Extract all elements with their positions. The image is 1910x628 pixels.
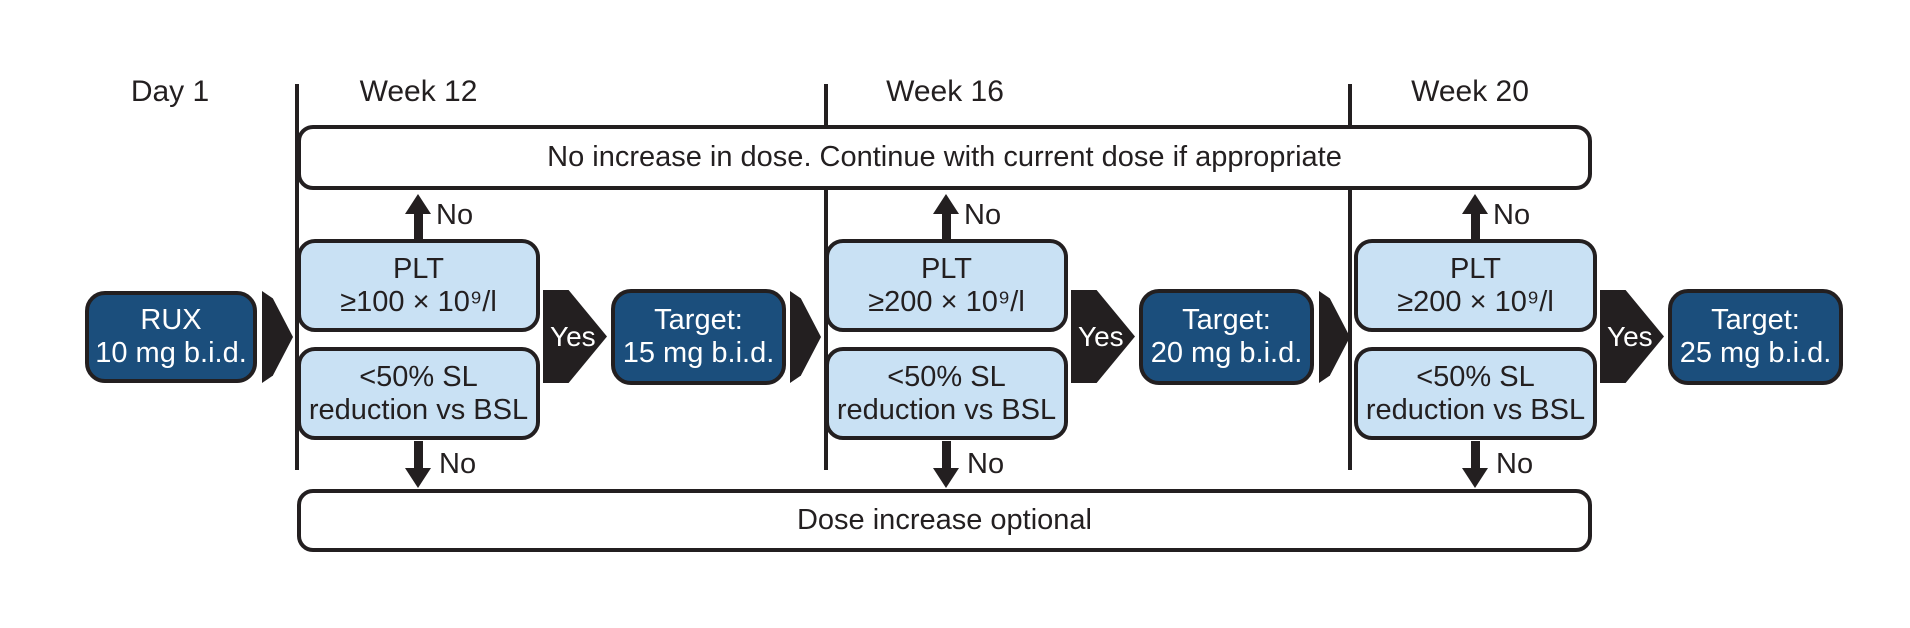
no-down-arrow-icon: [405, 441, 431, 488]
flow-arrow-icon: [1319, 291, 1350, 383]
yes-arrow: Yes: [1600, 290, 1664, 383]
sl-line2: reduction vs BSL: [1365, 393, 1586, 426]
plt-line1: PLT: [392, 252, 445, 285]
rux-start-box: RUX 10 mg b.i.d.: [85, 291, 257, 383]
sl-reduction-criterion-box: <50% SL reduction vs BSL: [1354, 347, 1597, 440]
target-dose-box: Target: 25 mg b.i.d.: [1668, 289, 1843, 385]
sl-line1: <50% SL: [887, 360, 1006, 393]
sl-line2: reduction vs BSL: [836, 393, 1057, 426]
no-down-arrow-icon: [933, 441, 959, 488]
no-label-up: No: [964, 199, 1002, 231]
yes-label: Yes: [550, 320, 596, 352]
sl-line2: reduction vs BSL: [308, 393, 529, 426]
stage-week-12: No PLT ≥100 × 10⁹/l <50% SL reduction vs…: [262, 0, 792, 628]
sl-reduction-criterion-box: <50% SL reduction vs BSL: [825, 347, 1068, 440]
sl-reduction-criterion-box: <50% SL reduction vs BSL: [297, 347, 540, 440]
flow-arrow-icon: [262, 291, 293, 383]
target-line1: Target:: [654, 304, 743, 336]
no-up-arrow-icon: [405, 194, 431, 240]
timeline-label-day-1: Day 1: [130, 75, 210, 108]
flow-arrow-icon: [790, 291, 821, 383]
timeline-label-week-12: Week 12: [359, 75, 478, 108]
target-dose-box: Target: 20 mg b.i.d.: [1139, 289, 1314, 385]
rux-start-line2: 10 mg b.i.d.: [95, 337, 247, 369]
yes-arrow: Yes: [1071, 290, 1135, 383]
no-down-arrow-icon: [1462, 441, 1488, 488]
plt-criterion-box: PLT ≥100 × 10⁹/l: [297, 239, 540, 332]
plt-criterion-box: PLT ≥200 × 10⁹/l: [1354, 239, 1597, 332]
sl-line1: <50% SL: [1416, 360, 1535, 393]
no-label-down: No: [439, 448, 477, 480]
target-line2: 20 mg b.i.d.: [1150, 337, 1303, 369]
yes-arrow: Yes: [543, 290, 607, 383]
dose-increase-optional-banner: Dose increase optional: [297, 489, 1592, 552]
stage-week-20: No PLT ≥200 × 10⁹/l <50% SL reduction vs…: [1319, 0, 1849, 628]
timeline-label-week-20: Week 20: [1411, 75, 1529, 108]
stage-week-16: No PLT ≥200 × 10⁹/l <50% SL reduction vs…: [790, 0, 1320, 628]
target-line2: 15 mg b.i.d.: [622, 337, 775, 369]
no-label-down: No: [1496, 448, 1534, 480]
sl-line1: <50% SL: [359, 360, 478, 393]
plt-line1: PLT: [1449, 252, 1502, 285]
yes-label: Yes: [1078, 320, 1124, 352]
target-dose-box: Target: 15 mg b.i.d.: [611, 289, 786, 385]
no-label-up: No: [1493, 199, 1531, 231]
target-line2: 25 mg b.i.d.: [1679, 337, 1832, 369]
no-increase-banner: No increase in dose. Continue with curre…: [297, 125, 1592, 190]
no-label-up: No: [436, 199, 474, 231]
no-up-arrow-icon: [933, 194, 959, 240]
no-up-arrow-icon: [1462, 194, 1488, 240]
target-line1: Target:: [1182, 304, 1271, 336]
plt-criterion-box: PLT ≥200 × 10⁹/l: [825, 239, 1068, 332]
yes-label: Yes: [1607, 320, 1653, 352]
plt-line2: ≥200 × 10⁹/l: [1397, 285, 1554, 318]
rux-start-line1: RUX: [140, 304, 202, 336]
week-20-divider-line: [1348, 84, 1352, 470]
plt-line2: ≥200 × 10⁹/l: [868, 285, 1025, 318]
timeline-label-week-16: Week 16: [886, 75, 1004, 108]
plt-line1: PLT: [920, 252, 973, 285]
no-label-down: No: [967, 448, 1005, 480]
plt-line2: ≥100 × 10⁹/l: [340, 285, 497, 318]
target-line1: Target:: [1711, 304, 1800, 336]
